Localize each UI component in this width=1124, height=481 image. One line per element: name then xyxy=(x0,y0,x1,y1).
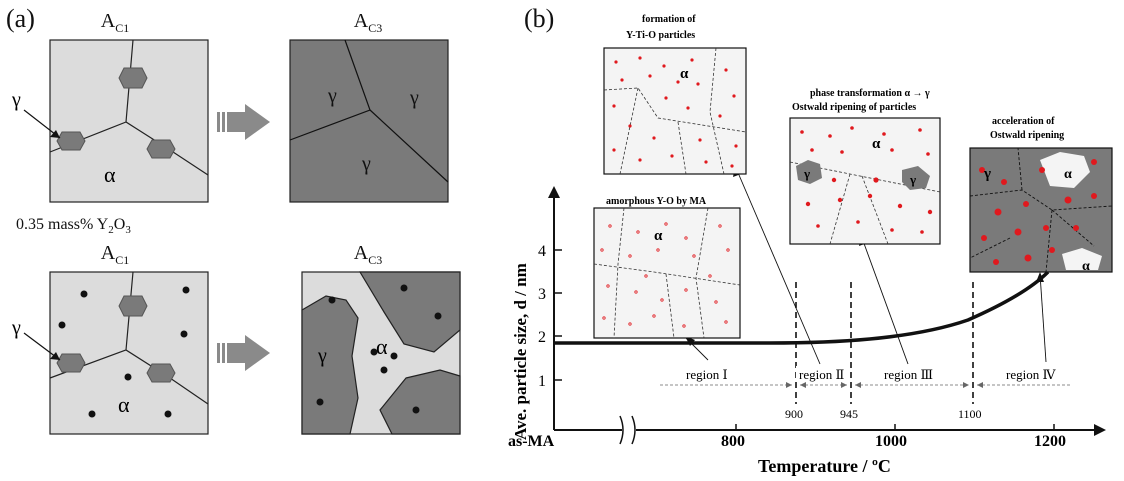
y-tick-4: 4 xyxy=(538,243,546,260)
inset-formation xyxy=(603,47,747,175)
inset-amorphous xyxy=(593,207,741,339)
top-right-ac3-title: AC3 xyxy=(353,10,383,35)
region-3-label: region Ⅲ xyxy=(884,367,933,382)
y-tick-1: 1 xyxy=(538,373,546,390)
oxide-particle xyxy=(80,290,88,298)
y-axis-label: Ave. particle size, d / nm xyxy=(511,263,530,440)
alpha-label-bl: α xyxy=(118,392,130,417)
inset-acceleration xyxy=(969,147,1113,273)
inset-formation-caption-1: formation of xyxy=(642,14,696,25)
oxide-particle xyxy=(370,348,378,356)
oxide-particle xyxy=(182,286,190,294)
oxide-particle xyxy=(328,296,336,304)
oxide-particle xyxy=(400,284,408,292)
gamma-nucleus xyxy=(118,67,148,89)
inset-formation-phase: α xyxy=(680,66,689,82)
panel-b-chart: 1 2 3 4 as-MA 800 1000 1200 Temperature … xyxy=(508,14,1113,476)
oxide-particle xyxy=(58,321,66,329)
inset-acceleration-caption-1: acceleration of xyxy=(992,116,1055,127)
top-left-ac1-title: AC1 xyxy=(100,10,130,35)
bottom-left-ac1-title: AC1 xyxy=(100,242,130,267)
gamma-label-tr2: γ xyxy=(409,87,419,109)
gamma-label-tr3: γ xyxy=(361,153,371,175)
transition-arrow-bottom xyxy=(217,335,270,371)
alpha-label-tl: α xyxy=(104,162,116,187)
oxide-particle xyxy=(380,366,388,374)
oxide-particle xyxy=(316,398,324,406)
region-2-label: region Ⅱ xyxy=(799,367,844,382)
gamma-label-bl: γ xyxy=(11,317,21,339)
gamma-nucleus xyxy=(56,353,86,373)
gamma-label-tr1: γ xyxy=(327,85,337,107)
inset-amorphous-caption: amorphous Y-O by MA xyxy=(606,196,707,207)
inset-transformation-caption-1: phase transformation α → γ xyxy=(810,88,930,99)
panel-a-label: (a) xyxy=(6,4,35,33)
oxide-particle xyxy=(124,373,132,381)
inset-transformation-gamma-2: γ xyxy=(909,172,916,187)
bottom-right-square xyxy=(301,271,461,435)
inset-acceleration-gamma: γ xyxy=(983,166,991,182)
bottom-left-square xyxy=(23,271,209,435)
boundary-1100: 1100 xyxy=(958,407,982,421)
boundary-945: 945 xyxy=(840,407,858,421)
region-1-label: region Ⅰ xyxy=(686,367,728,382)
x-tick-800: 800 xyxy=(721,433,745,450)
top-left-square xyxy=(23,39,209,203)
y-ticks xyxy=(554,249,562,381)
region-4-label: region Ⅳ xyxy=(1006,367,1056,382)
mid-composition-label: 0.35 mass% Y2O3 xyxy=(16,216,131,237)
gamma-nucleus xyxy=(146,363,176,383)
x-tick-asma: as-MA xyxy=(508,433,555,450)
oxide-particle xyxy=(390,352,398,360)
y-tick-2: 2 xyxy=(538,329,546,346)
gamma-label-br: γ xyxy=(317,345,327,367)
x-tick-1000: 1000 xyxy=(875,433,907,450)
gamma-label-tl: γ xyxy=(11,89,21,111)
boundary-900: 900 xyxy=(785,407,803,421)
bottom-right-ac3-title: AC3 xyxy=(353,242,383,267)
inset-formation-caption-2: Y-Ti-O particles xyxy=(626,30,695,41)
inset-transformation-alpha: α xyxy=(872,136,881,152)
alpha-label-br: α xyxy=(376,334,388,359)
inset-transformation-gamma-1: γ xyxy=(803,166,810,181)
inset-amorphous-phase: α xyxy=(654,228,663,244)
oxide-particle xyxy=(164,410,172,418)
x-axis-label: Temperature / ºC xyxy=(758,456,891,476)
panel-a-drawing: γ α γ γ γ γ α xyxy=(11,39,461,435)
oxide-particle xyxy=(180,330,188,338)
y-tick-3: 3 xyxy=(538,286,546,303)
top-right-square xyxy=(289,39,449,203)
gamma-nucleus xyxy=(118,295,148,317)
oxide-particle xyxy=(412,406,420,414)
gamma-nucleus xyxy=(146,139,176,159)
inset-acceleration-caption-2: Ostwald ripening xyxy=(990,130,1064,141)
inset-transformation-caption-2: Ostwald ripening of particles xyxy=(792,102,916,113)
particle-size-curve xyxy=(554,270,1050,345)
panel-b-label: (b) xyxy=(524,4,555,33)
transition-arrow-top xyxy=(217,104,270,140)
oxide-particle xyxy=(434,312,442,320)
x-tick-1200: 1200 xyxy=(1034,433,1066,450)
oxide-particle xyxy=(88,410,96,418)
inset-acceleration-alpha-2: α xyxy=(1082,259,1090,274)
inset-transformation xyxy=(789,117,941,245)
inset-acceleration-alpha-1: α xyxy=(1064,167,1072,182)
gamma-nucleus xyxy=(56,131,86,151)
